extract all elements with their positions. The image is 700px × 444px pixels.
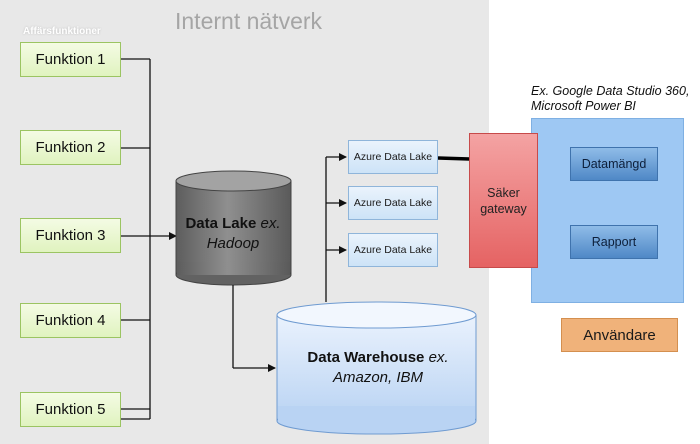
azure-data-lake-3: Azure Data Lake [348, 233, 438, 267]
function-5: Funktion 5 [20, 392, 121, 427]
function-1: Funktion 1 [20, 42, 121, 77]
dataset-box: Datamängd [570, 147, 658, 181]
function-connectors [121, 58, 177, 420]
data-warehouse-label: Data Warehouse ex. Amazon, IBM [307, 349, 449, 386]
tools-caption: Ex. Google Data Studio 360, Microsoft Po… [531, 84, 690, 113]
data-lake-label: Data Lake ex. Hadoop [185, 215, 281, 252]
function-3: Funktion 3 [20, 218, 121, 253]
azure-data-lake-1: Azure Data Lake [348, 140, 438, 174]
users-box: Användare [561, 318, 678, 352]
lake-to-warehouse-connector [232, 285, 276, 372]
bi-tool-area [531, 118, 684, 303]
secure-gateway: Säker gateway [469, 133, 538, 268]
data-lake-cylinder [175, 170, 292, 286]
warehouse-to-azure-connectors [325, 153, 347, 302]
azure-data-lake-2: Azure Data Lake [348, 186, 438, 220]
function-2: Funktion 2 [20, 130, 121, 165]
report-box: Rapport [570, 225, 658, 259]
data-warehouse-cylinder [276, 301, 477, 435]
function-4: Funktion 4 [20, 303, 121, 338]
business-functions-label: Affärsfunktioner [23, 26, 101, 37]
network-title: Internt nätverk [175, 8, 323, 34]
